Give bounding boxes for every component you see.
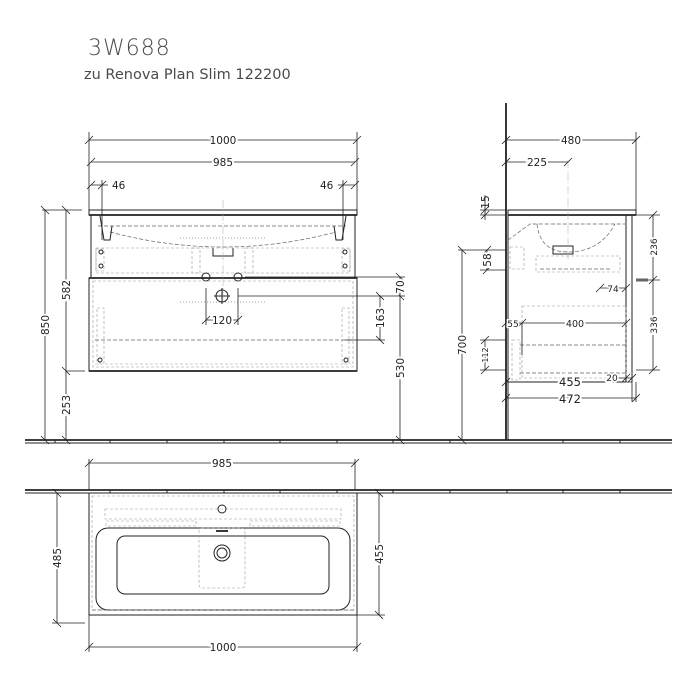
dim-front-right-inset: 46 xyxy=(320,180,334,192)
dim-side-lower-drawer-height: 336 xyxy=(650,316,660,333)
dim-side-cabinet-depth: 455 xyxy=(559,375,581,389)
dim-front-drain-offset: 163 xyxy=(375,308,387,328)
front-view xyxy=(88,200,358,372)
dim-top-cabinet-depth: 455 xyxy=(374,544,386,564)
dim-side-siphon-height: 58 xyxy=(482,253,494,266)
dim-side-wall-height: 700 xyxy=(457,335,469,355)
dim-front-overall-width: 1000 xyxy=(210,135,237,147)
dim-top-overall-width: 1000 xyxy=(210,642,237,654)
dim-side-front-thickness: 20 xyxy=(606,374,618,384)
dim-front-cabinet-height: 582 xyxy=(61,280,73,300)
dim-top-overall-depth: 485 xyxy=(52,548,64,568)
dim-front-floor-clearance: 253 xyxy=(61,395,73,415)
dim-side-basin-center: 225 xyxy=(527,157,547,169)
side-view xyxy=(505,103,637,440)
dim-side-basin-depth: 480 xyxy=(561,135,581,147)
product-code: 3W688 xyxy=(88,36,171,61)
floor-line-upper xyxy=(25,439,672,444)
product-subtitle: zu Renova Plan Slim 122200 xyxy=(84,67,291,83)
dim-side-back-gap: 55 xyxy=(507,320,518,330)
dim-side-rail-height: 112 xyxy=(481,347,490,362)
dim-front-left-inset: 46 xyxy=(112,180,126,192)
dim-front-total-height: 850 xyxy=(40,315,52,335)
dim-front-cabinet-width: 985 xyxy=(213,157,233,169)
dim-front-drain-height: 530 xyxy=(395,358,407,378)
dim-side-top-thickness: 15 xyxy=(480,195,492,208)
top-view xyxy=(88,492,358,616)
dim-top-cabinet-width: 985 xyxy=(212,458,232,470)
dim-side-total-depth: 472 xyxy=(559,392,581,406)
dim-side-upper-drawer-height: 236 xyxy=(650,238,660,255)
dim-front-drain-spacing: 120 xyxy=(212,315,232,327)
dim-side-drawer-inner-depth: 400 xyxy=(566,319,584,330)
dim-front-tap-offset: 70 xyxy=(395,280,407,293)
dim-side-siphon-offset: 74 xyxy=(607,285,619,295)
